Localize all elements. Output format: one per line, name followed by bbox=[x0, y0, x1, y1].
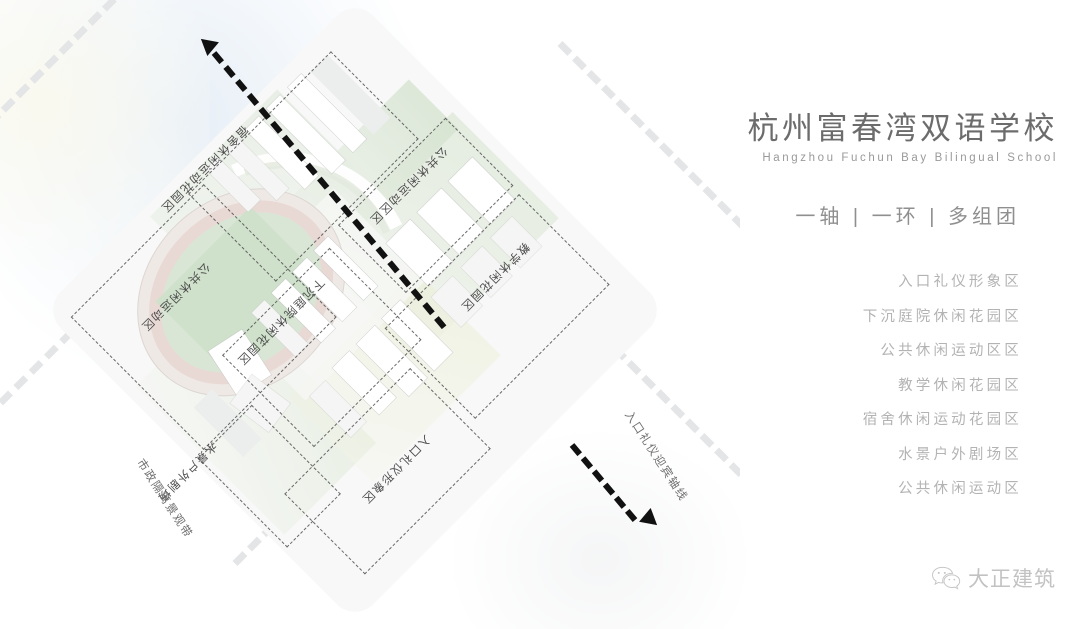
project-title-cn: 杭州富春湾双语学校 bbox=[747, 111, 1058, 146]
site-plan: 宿舍休闲运动花园区 公共休闲运动区区 教学休闲花园区 下沉庭院休闲花园区 入口礼… bbox=[0, 0, 740, 575]
list-item: 宿舍休闲运动花园区 bbox=[862, 412, 1022, 428]
context-road bbox=[0, 0, 175, 156]
list-item: 水景户外剧场区 bbox=[898, 446, 1022, 463]
map-label-rukou-liyi-yingbin-zhouxian: 入口礼仪迎宾轴线 bbox=[622, 409, 690, 504]
project-title-en: Hangzhou Fuchun Bay Bilingual School bbox=[762, 152, 1058, 164]
list-item: 教学休闲花园区 bbox=[898, 377, 1022, 394]
list-item: 下沉庭院休闲花园区 bbox=[862, 308, 1022, 325]
concept-tagline: 一轴 | 一环 | 多组团 bbox=[795, 206, 1020, 228]
watermark-text: 大正建筑 bbox=[968, 568, 1056, 591]
list-item: 公共休闲运动区 bbox=[898, 481, 1022, 497]
main-axis-arrow-southeast bbox=[639, 507, 663, 533]
info-panel: 杭州富春湾双语学校 Hangzhou Fuchun Bay Bilingual … bbox=[740, 0, 1080, 629]
watermark: 大正建筑 bbox=[931, 563, 1056, 593]
list-item: 公共休闲运动区区 bbox=[880, 343, 1022, 359]
wechat-icon bbox=[931, 565, 961, 591]
zone-legend-list: 入口礼仪形象区 下沉庭院休闲花园区 公共休闲运动区区 教学休闲花园区 宿舍休闲运… bbox=[772, 265, 1022, 507]
list-item: 入口礼仪形象区 bbox=[898, 274, 1022, 290]
main-axis-lower bbox=[569, 443, 638, 523]
context-road bbox=[557, 41, 740, 230]
